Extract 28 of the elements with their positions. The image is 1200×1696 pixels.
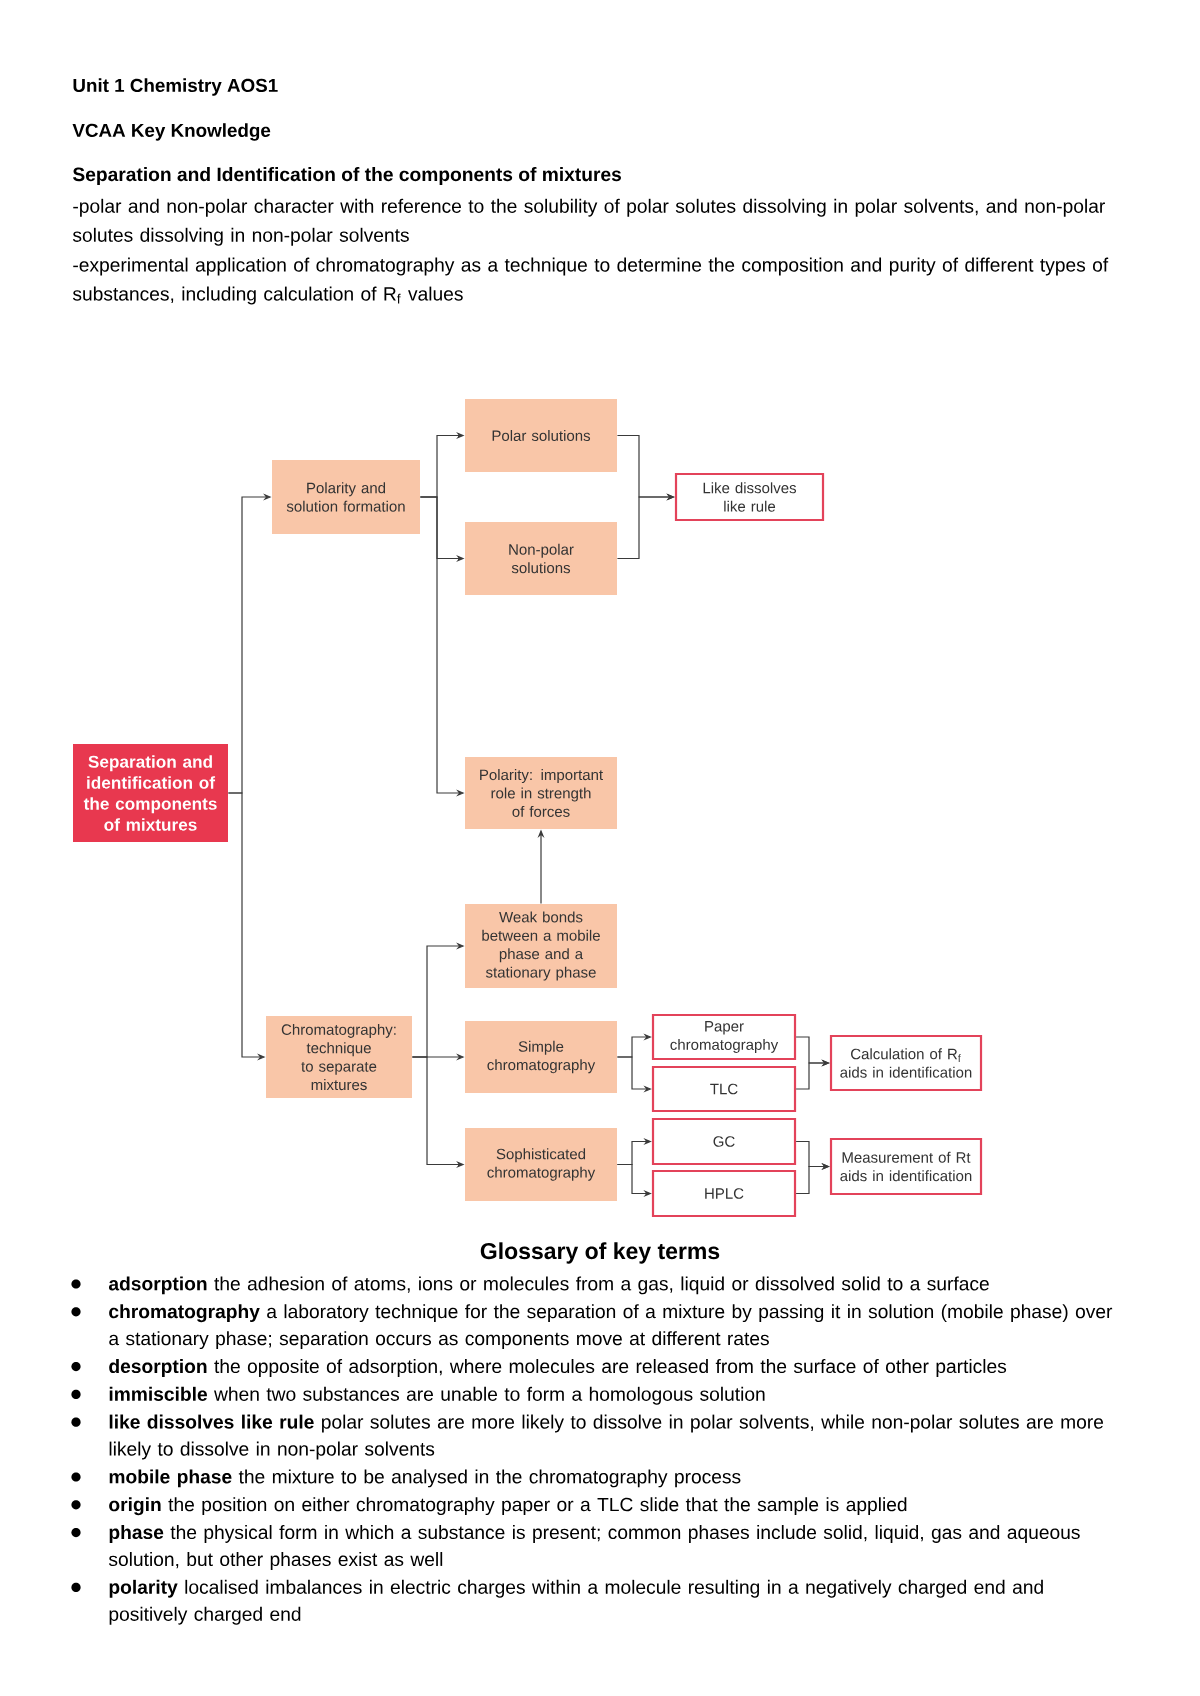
glossary-heading: Glossary of key terms [480,1242,720,1264]
subheading: Separation and Identification of the components of mixtures [72,167,621,185]
key-knowledge-point: -experimental application of chromatography as a technique to determine the composition and purity of different types of substances, including calculation of R$_{f}$ values [72,257,1109,305]
glossary-entry: origin the position on either chromatography paper or a TLC slide that the sample is applied [109,1497,907,1516]
concept-box: Polarity and solution formation [272,460,420,534]
glossary-entry: mobile phase the mixture to be analysed in the chromatography process [109,1469,741,1488]
outcome-box: HPLC [651,1169,797,1218]
concept-box: Weak bonds between a mobile phase and a stationary phase [465,904,617,988]
glossary-entry: adsorption the adhesion of atoms, ions or molecules from a gas, liquid or dissolved solid to a surface [108,1276,989,1295]
outcome-box: Calculation of R$_{f}$ aids in identification [829,1034,983,1092]
concept-box: Sophisticated chromatography [465,1128,617,1201]
concept-box: Polarity: important role in strength of forces [465,757,617,829]
concept-box: Simple chromatography [465,1021,617,1093]
section-heading: VCAA Key Knowledge [72,123,271,141]
outcome-box: GC [651,1117,797,1166]
outcome-box: TLC [651,1065,797,1113]
document-title: Unit 1 Chemistry AOS1 [73,78,278,96]
concept-box: Chromatography: technique to separate mixtures [266,1016,412,1098]
glossary-entry: polarity localised imbalances in electric charges within a molecule resulting in a negatively charged end and positively charged end [109,1579,1043,1625]
key-knowledge-point: -polar and non-polar character with reference to the solubility of polar solutes dissolving in polar solvents, and non-polar solutes dissolving in non-polar solvents [72,198,1105,246]
glossary-entry: immiscible when two substances are unable to form a homologous solution [109,1386,765,1405]
concept-box: Polar solutions [465,399,617,472]
glossary-entry: desorption the opposite of adsorption, where molecules are released from the surface of other particles [109,1359,1007,1377]
outcome-box: Like dissolves like rule [674,472,825,522]
outcome-box: Paper chromatography [651,1013,797,1061]
main-topic-box: Separation and identification of the components of mixtures [73,744,228,842]
outcome-box: Measurement of Rt aids in identification [829,1137,983,1196]
concept-box: Non-polar solutions [465,522,617,595]
